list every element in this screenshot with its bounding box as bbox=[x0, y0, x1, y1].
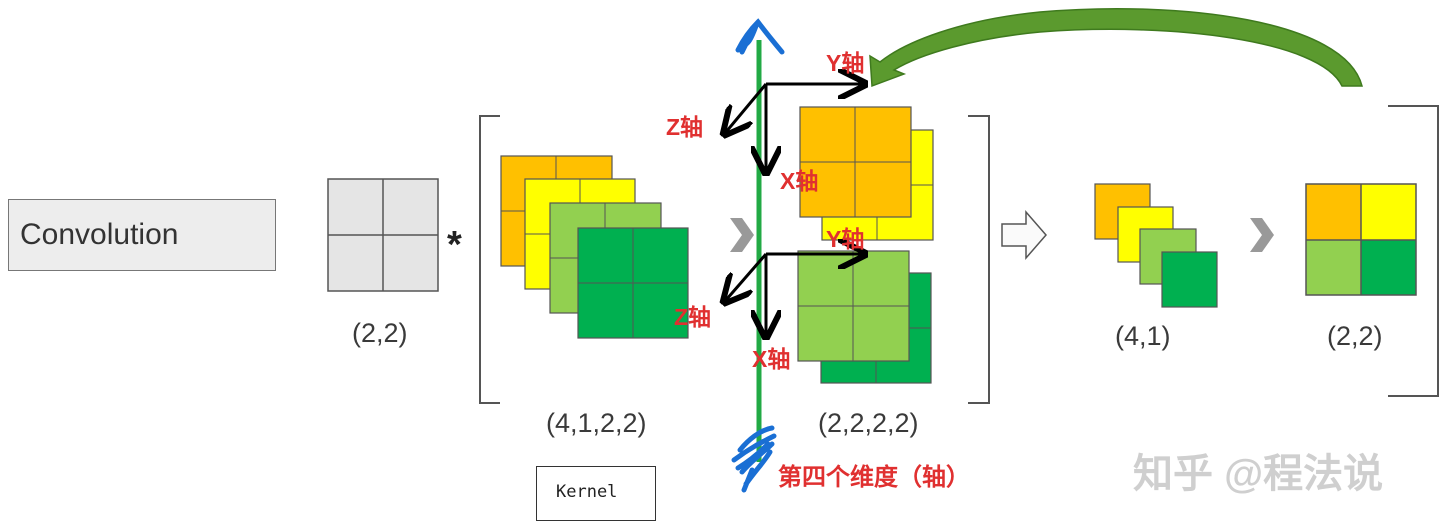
chevron-icon bbox=[730, 218, 754, 252]
watermark: 知乎 @程法说 bbox=[1133, 452, 1384, 496]
blue-arrowhead-top bbox=[735, 18, 785, 55]
chevron-icon-2 bbox=[1250, 218, 1274, 252]
group-bottom bbox=[797, 250, 932, 384]
z-axis-label-bottom: Z轴 bbox=[674, 304, 712, 330]
result-shape-label: (4,1) bbox=[1115, 321, 1171, 351]
convolution-label: Convolution bbox=[20, 218, 179, 251]
output-grid bbox=[1305, 183, 1417, 296]
x-axis-label-top: X轴 bbox=[780, 168, 819, 194]
input-shape-label: (2,2) bbox=[352, 318, 408, 348]
kernel-stack bbox=[500, 155, 689, 339]
multiply-symbol: * bbox=[447, 224, 462, 266]
kernel-box bbox=[536, 466, 656, 521]
kernel-dark-green bbox=[577, 227, 689, 339]
convolution-box bbox=[8, 199, 276, 271]
block-arrow-icon bbox=[1001, 209, 1047, 261]
group-top bbox=[799, 106, 934, 241]
result-stack bbox=[1094, 183, 1218, 308]
fourth-dimension-label: 第四个维度（轴） bbox=[778, 464, 970, 491]
kernel-label: Kernel bbox=[556, 482, 618, 502]
y-axis-label-bottom: Y轴 bbox=[826, 226, 865, 252]
x-axis-label-bottom: X轴 bbox=[752, 346, 791, 372]
axis-arrows-bottom bbox=[726, 254, 862, 334]
input-grid bbox=[327, 178, 439, 292]
curved-arrow-icon bbox=[869, 8, 1363, 88]
right-bracket bbox=[1388, 105, 1439, 397]
output-shape-label: (2,2) bbox=[1327, 321, 1383, 351]
z-axis-label-top: Z轴 bbox=[666, 114, 704, 140]
blue-scribble-bottom bbox=[731, 425, 777, 493]
axis-arrows-top bbox=[726, 84, 862, 170]
kernel-shape-label: (4,1,2,2) bbox=[546, 408, 647, 438]
y-axis-label-top: Y轴 bbox=[826, 50, 865, 76]
grouped-shape-label: (2,2,2,2) bbox=[818, 408, 919, 438]
mid-bracket bbox=[968, 115, 990, 404]
left-bracket bbox=[479, 115, 500, 404]
